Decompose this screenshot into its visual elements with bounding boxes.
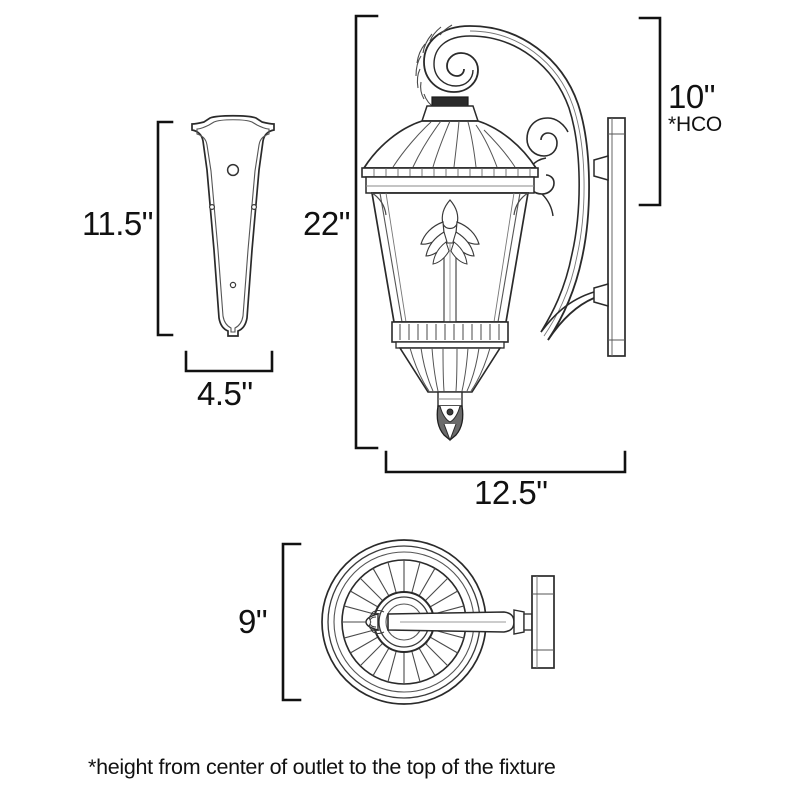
- top-view-support-arm: [387, 609, 533, 635]
- lantern-acorn-finial: [436, 405, 464, 442]
- dimension-label-outlet-height: 10": [668, 78, 715, 115]
- support-arm-inner-curve: [469, 35, 580, 333]
- support-arm-mid-line: [469, 30, 585, 337]
- top-view-wall-plate: [531, 575, 555, 669]
- backplate-screw-hole-right: [251, 204, 258, 211]
- dimension-label-outlet-height-note: *HCO: [668, 113, 723, 136]
- mount-boss-lower: [593, 283, 609, 307]
- bracket-outlet-height: [638, 16, 662, 207]
- lantern-crown-dome: [362, 120, 538, 169]
- support-arm-outer-curve: [469, 25, 590, 341]
- dimension-label-backplate-width: 4.5": [197, 375, 253, 412]
- bracket-backplate-height: [156, 120, 174, 337]
- backplate-screw-hole-bottom: [229, 281, 237, 289]
- wall-mount-backplate: [607, 117, 626, 357]
- backplate-outer-outline: [191, 114, 275, 337]
- dimension-brackets: [156, 14, 662, 702]
- interior-leaf-ornament: [420, 199, 480, 323]
- bracket-fixture-diameter: [281, 542, 302, 702]
- top-view-radial-flutes: [342, 560, 466, 684]
- top-view-arm-terminus: [365, 610, 385, 634]
- dimension-label-fixture-height: 22": [303, 205, 350, 242]
- fixture-top-view: [321, 539, 555, 705]
- bracket-backplate-width: [184, 350, 274, 373]
- fixture-side-view: [361, 24, 626, 442]
- backplate-front-view: [191, 114, 275, 337]
- support-arm-lower-tail-inner: [540, 291, 595, 333]
- mount-boss-upper: [593, 155, 609, 181]
- backplate-screw-hole-left: [209, 204, 216, 211]
- lantern-bottom-cone: [398, 347, 502, 407]
- bracket-fixture-height: [354, 14, 379, 450]
- crown-scroll-leaf-detail: [415, 24, 453, 109]
- crown-scroll-volute: [423, 25, 479, 93]
- footnote-text: *height from center of outlet to the top…: [88, 755, 556, 779]
- dimension-label-backplate-height: 11.5": [82, 205, 154, 242]
- support-arm-lower-tail: [547, 297, 595, 341]
- lantern-shoulder-ring: [361, 167, 539, 194]
- dimension-label-fixture-diameter: 9": [238, 603, 268, 640]
- dimension-label-fixture-projection: 12.5": [474, 474, 548, 511]
- lantern-beaded-band: [391, 321, 509, 349]
- backplate-center-hole: [226, 163, 240, 177]
- lantern-top-finial-cap: [420, 96, 480, 122]
- backplate-inner-outline: [196, 119, 270, 333]
- dimension-label-outlet-height-group: 10" *HCO: [668, 80, 722, 135]
- bracket-fixture-projection: [384, 450, 627, 474]
